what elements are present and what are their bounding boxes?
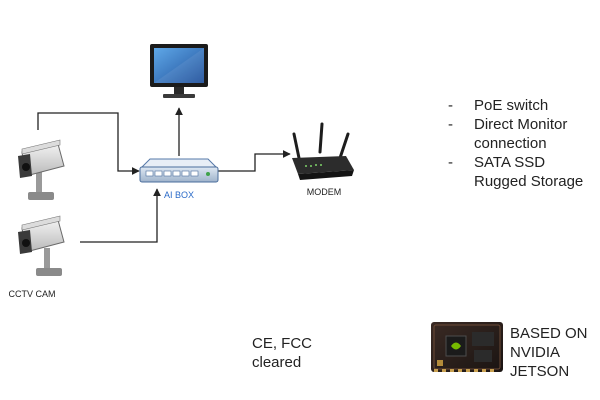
edge-camera1-to-aibox: [37, 112, 140, 175]
edge-camera2-to-aibox: [80, 188, 161, 243]
feature-text: SATA SSD Rugged Storage: [474, 154, 584, 190]
bullet-dash: -: [448, 97, 453, 114]
feature-text: Direct Monitor connection: [474, 116, 568, 152]
certification-note: CE, FCC cleared: [252, 335, 312, 371]
feature-list: - PoE switch - Direct Monitor connection…: [448, 96, 600, 191]
cctv-camera-icon: [18, 139, 65, 200]
ai-box-label: AI BOX: [164, 190, 194, 200]
jetson-note: BASED ON NVIDIA JETSON: [510, 325, 588, 380]
feature-item: - SATA SSD Rugged Storage: [448, 153, 600, 191]
edge-aibox-to-modem: [218, 150, 291, 172]
wifi-router-icon: [292, 122, 354, 180]
cctv-camera-icon: [18, 215, 65, 276]
bullet-dash: -: [448, 116, 453, 133]
connection-lines: [37, 107, 291, 243]
bullet-dash: -: [448, 154, 453, 171]
ai-box-icon: [139, 158, 219, 183]
monitor-icon: [150, 44, 208, 98]
cctv-cam-label: CCTV CAM: [9, 289, 56, 299]
feature-item: - Direct Monitor connection: [448, 115, 600, 153]
modem-label: MODEM: [307, 187, 342, 197]
feature-text: PoE switch: [474, 97, 549, 114]
feature-item: - PoE switch: [448, 96, 600, 115]
nvidia-jetson-module-icon: [431, 322, 503, 372]
